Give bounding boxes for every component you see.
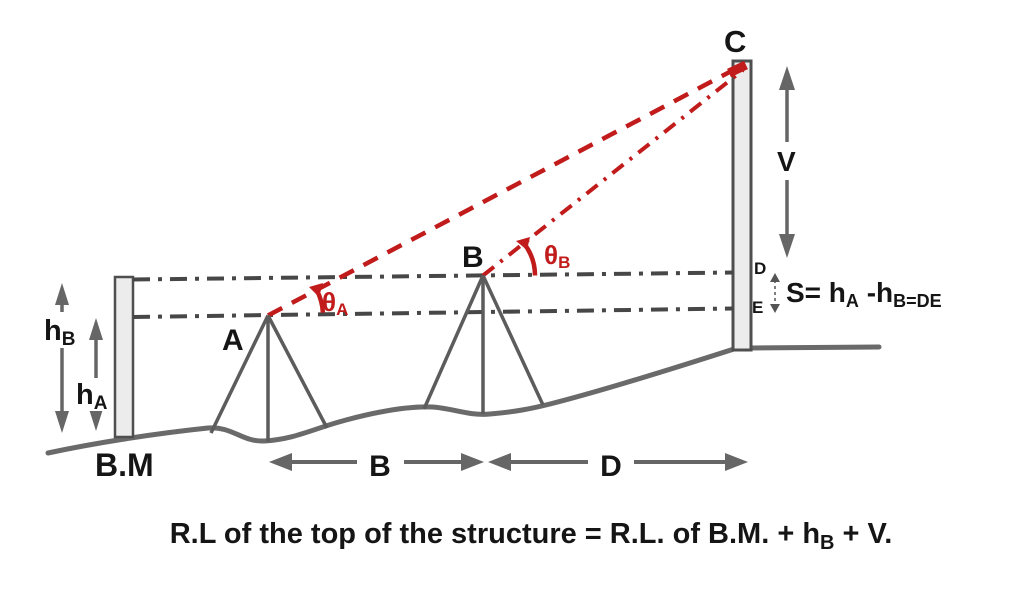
label-theta-b: θB bbox=[544, 240, 570, 272]
v-arrow-head-up-icon bbox=[779, 66, 795, 90]
ha-arrow-head-down-icon bbox=[89, 409, 103, 431]
hb-label-background bbox=[40, 312, 82, 348]
d-distance-head-left-icon bbox=[488, 453, 511, 471]
hb-arrow-head-down-icon bbox=[55, 411, 69, 433]
de-mini-arrow-head-down-icon bbox=[770, 304, 780, 313]
hb-arrow-head-up-icon bbox=[55, 283, 69, 305]
tripod-a-leg-right bbox=[266, 314, 329, 429]
label-theta-a: θA bbox=[322, 287, 348, 319]
sight-line-a-horizontal bbox=[132, 306, 734, 319]
tripod-b-leg-left bbox=[422, 274, 485, 410]
benchmark-staff bbox=[113, 275, 135, 439]
de-mini-arrow-head-up-icon bbox=[770, 273, 780, 282]
label-station-a: A bbox=[222, 324, 244, 357]
formula-part2: + V. bbox=[835, 518, 893, 550]
formula-sub1: B bbox=[820, 532, 834, 554]
s-equation: S= hA -hB=DE bbox=[786, 277, 942, 311]
label-ha: hA bbox=[76, 379, 108, 414]
label-hb: hB bbox=[44, 315, 75, 350]
structure-staff bbox=[731, 59, 753, 352]
label-benchmark: B.M bbox=[95, 447, 154, 483]
label-distance-d: D bbox=[600, 450, 622, 483]
result-formula: R.L of the top of the structure = R.L. o… bbox=[170, 518, 893, 554]
ha-base: h bbox=[76, 379, 94, 411]
sight-ray-a-to-c bbox=[266, 64, 743, 318]
s-equation-sub2: B=DE bbox=[893, 291, 942, 311]
hb-base: h bbox=[44, 315, 62, 347]
d-distance-head-right-icon bbox=[725, 453, 748, 471]
v-arrow-head-down-icon bbox=[779, 234, 795, 258]
label-point-e: E bbox=[752, 298, 763, 317]
label-point-d: D bbox=[754, 259, 766, 278]
s-equation-sub1: A bbox=[846, 291, 859, 311]
theta-b-sub: B bbox=[558, 253, 570, 272]
ha-arrow-head-up-icon bbox=[89, 318, 103, 340]
label-distance-b: B bbox=[369, 450, 391, 483]
s-equation-part2: -h bbox=[859, 277, 893, 308]
hb-sub: B bbox=[62, 329, 76, 350]
b-distance-head-left-icon bbox=[269, 453, 292, 471]
tripod-a-leg-left bbox=[209, 314, 270, 434]
angle-b-arrowhead-icon bbox=[516, 237, 530, 250]
s-equation-part1: S= h bbox=[786, 277, 846, 308]
ha-sub: A bbox=[94, 393, 108, 414]
formula-part1: R.L of the top of the structure = R.L. o… bbox=[170, 518, 820, 550]
b-distance-head-right-icon bbox=[461, 453, 484, 471]
sight-line-b-horizontal bbox=[132, 270, 734, 282]
theta-a-base: θ bbox=[322, 287, 336, 317]
ray-endpoint-mark bbox=[727, 60, 748, 78]
ha-label-background bbox=[72, 378, 112, 411]
angle-a-arrowhead-icon bbox=[309, 283, 323, 297]
theta-b-base: θ bbox=[544, 240, 558, 270]
label-station-b: B bbox=[462, 241, 484, 274]
ground-line bbox=[45, 346, 737, 456]
theta-a-sub: A bbox=[336, 300, 348, 319]
ground-line-right bbox=[748, 344, 882, 351]
tripod-b-leg-right bbox=[481, 274, 545, 406]
label-point-c: C bbox=[724, 24, 746, 59]
label-v: V bbox=[777, 146, 796, 177]
